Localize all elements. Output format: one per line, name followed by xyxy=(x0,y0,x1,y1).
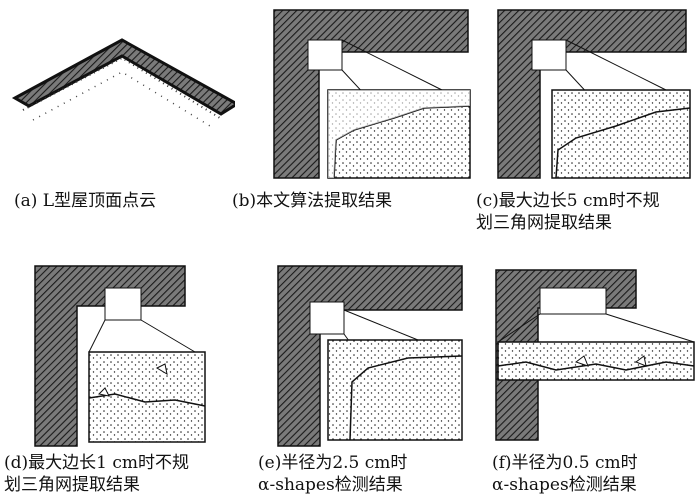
caption-e: (e)半径为2.5 cm时 α-shapes检测结果 xyxy=(258,452,407,496)
panel-b: (b)本文算法提取结果 xyxy=(232,0,468,240)
panel-f: (f)半径为0.5 cm时 α-shapes检测结果 xyxy=(478,252,700,503)
tin-1cm-figure xyxy=(25,262,235,452)
caption-f: (f)半径为0.5 cm时 α-shapes检测结果 xyxy=(492,452,638,496)
panel-d: (d)最大边长1 cm时不规 划三角网提取结果 xyxy=(0,252,230,503)
roof-point-cloud-figure xyxy=(5,10,235,190)
alpha-shapes-0-5cm-figure xyxy=(486,262,696,442)
caption-c: (c)最大边长5 cm时不规 划三角网提取结果 xyxy=(476,190,660,234)
alpha-shapes-2-5cm-figure xyxy=(268,262,468,452)
tin-5cm-figure xyxy=(486,0,696,185)
caption-d: (d)最大边长1 cm时不规 划三角网提取结果 xyxy=(4,452,189,496)
panel-a: (a) L型屋顶面点云 xyxy=(0,0,230,240)
caption-a: (a) L型屋顶面点云 xyxy=(14,190,156,212)
extraction-result-figure xyxy=(264,0,474,185)
caption-b: (b)本文算法提取结果 xyxy=(232,190,392,212)
panel-e: (e)半径为2.5 cm时 α-shapes检测结果 xyxy=(250,252,470,503)
panel-c: (c)最大边长5 cm时不规 划三角网提取结果 xyxy=(468,0,700,245)
